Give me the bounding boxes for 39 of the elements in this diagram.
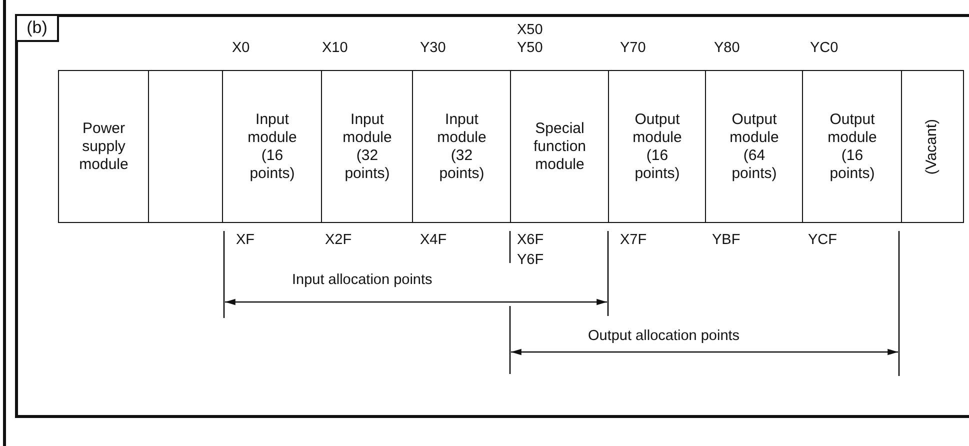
module-label: Output module (64 points) <box>730 110 779 182</box>
module-slot <box>222 70 322 223</box>
address-label: X7F <box>620 232 647 248</box>
module-slot <box>510 70 610 223</box>
address-label: Y50 <box>517 40 543 56</box>
module-slot <box>58 70 150 223</box>
module-label: Output module (16 points) <box>828 110 877 182</box>
module-label: (Vacant) <box>923 118 942 174</box>
module-slot <box>412 70 512 223</box>
address-label: YCF <box>808 232 837 248</box>
module-label: Output module (16 points) <box>632 110 682 182</box>
address-label: YC0 <box>810 40 838 56</box>
address-label: Y80 <box>714 40 740 56</box>
address-label: XF <box>236 232 255 248</box>
module-slot <box>901 70 964 223</box>
module-slot <box>705 70 804 223</box>
address-label: YBF <box>712 232 740 248</box>
module-label: Input module (32 points) <box>437 110 486 182</box>
tag-box <box>15 14 59 42</box>
module-label: Input module (16 points) <box>248 110 297 182</box>
address-label: X2F <box>325 232 352 248</box>
address-label: X6F <box>517 232 544 248</box>
address-label: Y70 <box>620 40 646 56</box>
address-label: Y30 <box>420 40 446 56</box>
panel-tag: (b) <box>26 18 48 38</box>
module-label: Input module (32 points) <box>342 110 392 182</box>
dimension-label: Input allocation points <box>292 272 432 288</box>
module-slot <box>608 70 706 223</box>
module-label: Power supply module <box>79 120 128 174</box>
address-label: X10 <box>322 40 348 56</box>
address-label: Y6F <box>517 252 544 268</box>
module-slot <box>321 70 414 223</box>
address-label: X4F <box>420 232 447 248</box>
address-label: X0 <box>232 40 250 56</box>
dimension-label: Output allocation points <box>588 328 740 344</box>
address-label: X50 <box>517 22 543 38</box>
module-slot <box>802 70 902 223</box>
empty-module-slot <box>148 70 224 223</box>
module-label: Special function module <box>533 120 586 174</box>
